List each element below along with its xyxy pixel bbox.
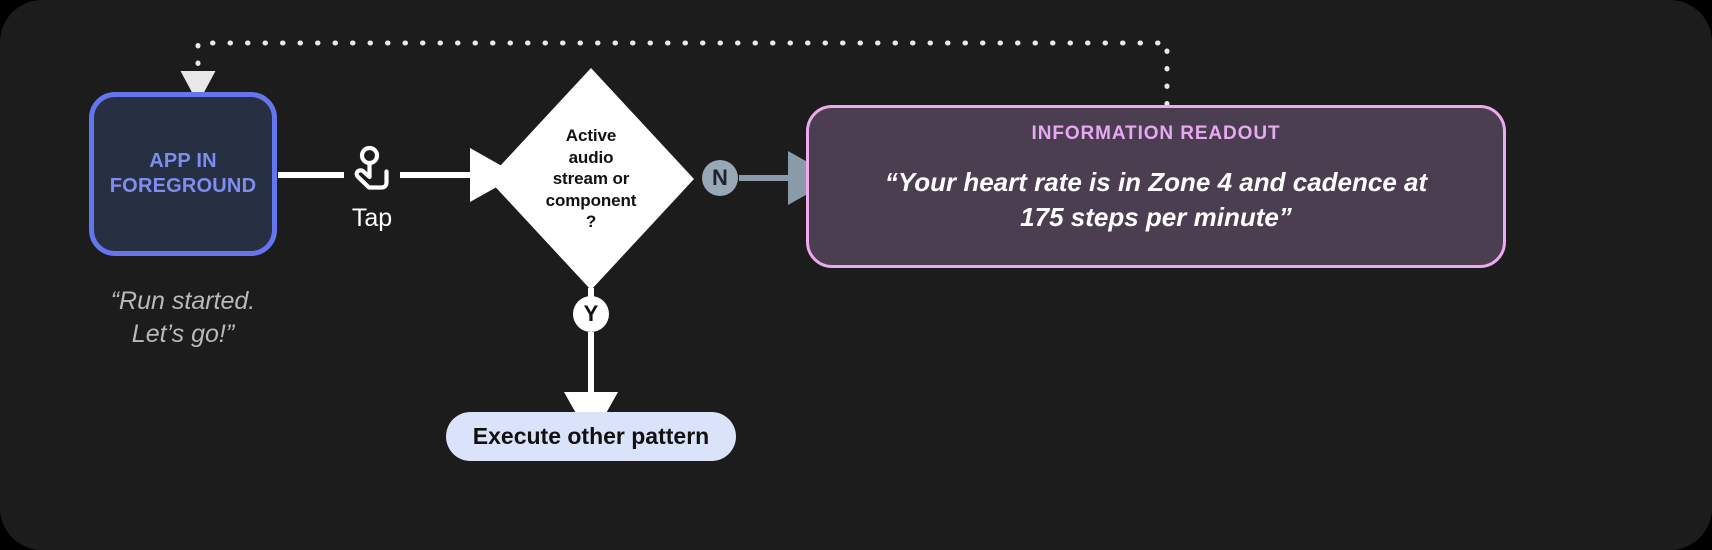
app-node-label-line1: APP IN bbox=[149, 150, 217, 172]
node-information-readout[interactable]: INFORMATION READOUT “Your heart rate is … bbox=[806, 105, 1506, 268]
tap-gesture-group: Tap bbox=[336, 145, 408, 232]
decision-line-4: component bbox=[545, 190, 637, 210]
branch-badge-no: N bbox=[702, 160, 738, 196]
decision-label: Active audio stream or component ? bbox=[488, 68, 694, 290]
decision-line-2: audio bbox=[568, 147, 614, 167]
app-node-label: APP IN FOREGROUND bbox=[110, 149, 256, 199]
node-decision-audio-stream[interactable]: Active audio stream or component ? bbox=[488, 68, 694, 290]
tap-gesture-icon bbox=[350, 145, 394, 200]
tap-label: Tap bbox=[351, 204, 393, 232]
decision-line-1: Active bbox=[565, 126, 617, 146]
readout-body-line1: “Your heart rate is in Zone 4 and cadenc… bbox=[884, 167, 1428, 197]
app-caption-line2: Let’s go!” bbox=[131, 319, 235, 348]
node-execute-other-pattern[interactable]: Execute other pattern bbox=[446, 412, 736, 461]
readout-body-line2: 175 steps per minute” bbox=[1020, 202, 1292, 233]
decision-line-5: ? bbox=[585, 212, 597, 232]
app-node-caption: “Run started. Let’s go!” bbox=[60, 285, 306, 350]
readout-title: INFORMATION READOUT bbox=[1031, 123, 1281, 144]
app-caption-line1: “Run started. bbox=[110, 287, 256, 315]
branch-badge-yes: Y bbox=[573, 296, 609, 332]
readout-body: “Your heart rate is in Zone 4 and cadenc… bbox=[836, 165, 1476, 236]
node-app-in-foreground[interactable]: APP IN FOREGROUND bbox=[89, 92, 277, 256]
app-node-label-line2: FOREGROUND bbox=[109, 175, 257, 197]
decision-line-3: stream or bbox=[552, 169, 630, 189]
